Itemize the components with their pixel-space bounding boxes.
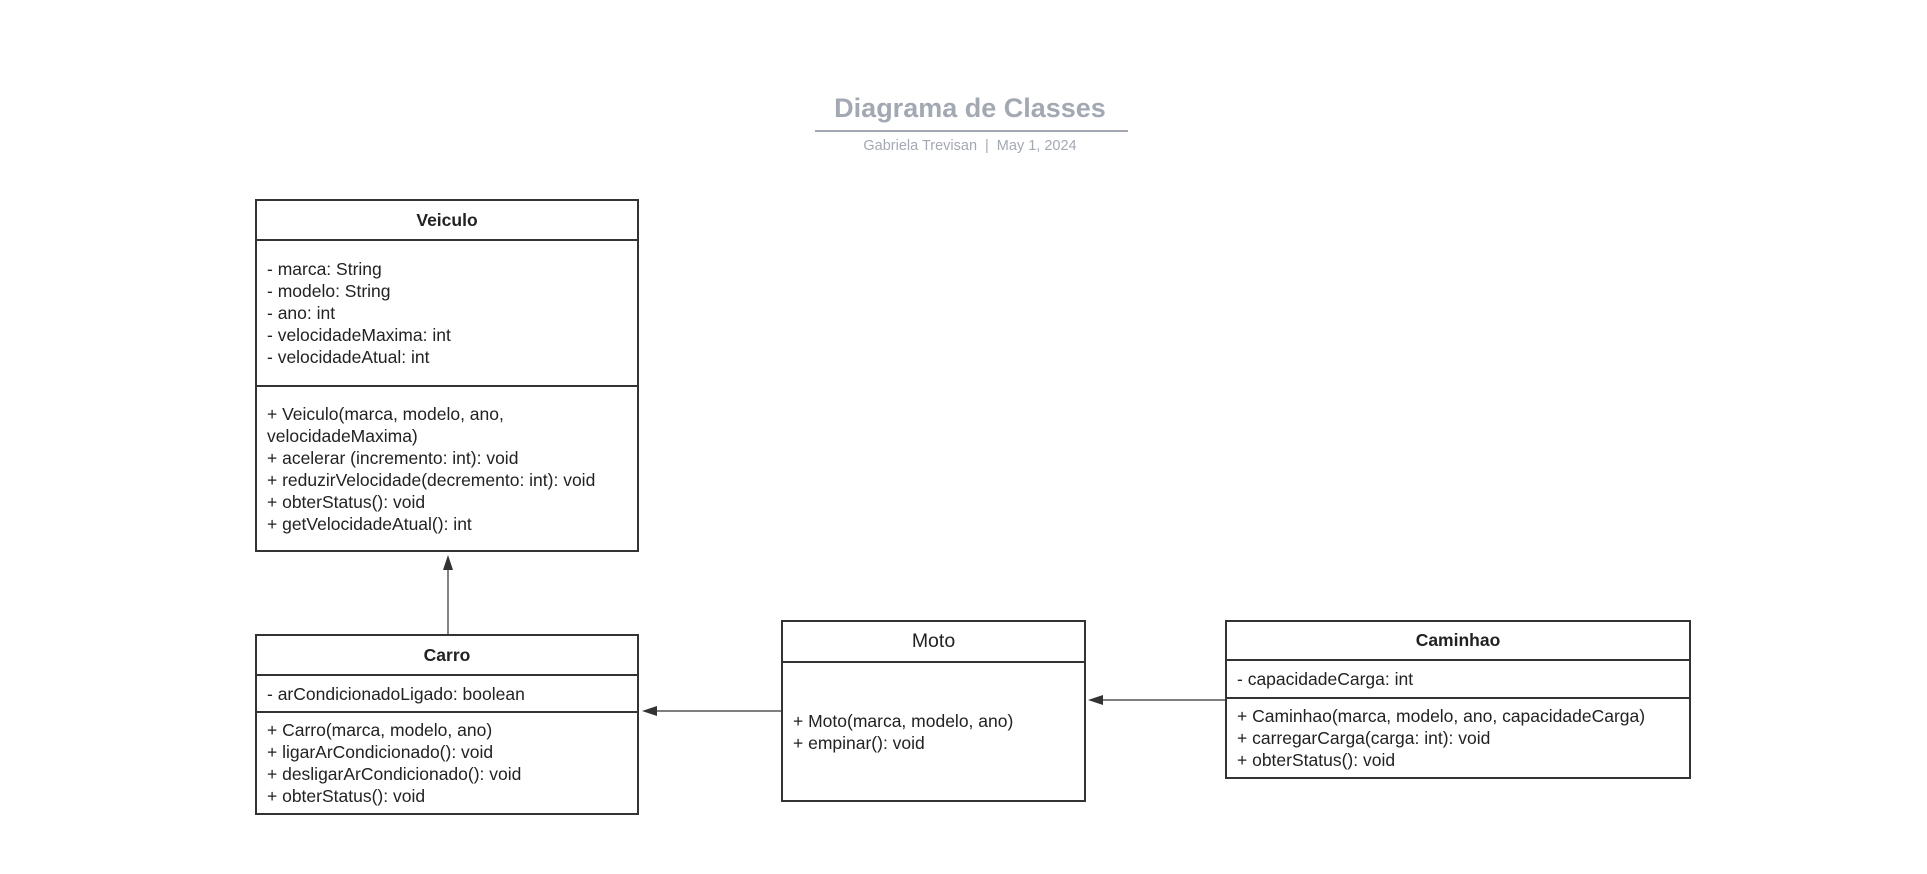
method-line: + obterStatus(): void (267, 786, 426, 806)
class-veiculo[interactable]: Veiculo - marca: String - modelo: String… (255, 199, 639, 552)
attributes-section: - arCondicionadoLigado: boolean (257, 676, 637, 713)
attribute-line: - ano: int (267, 303, 336, 323)
method-line: + Carro(marca, modelo, ano) (267, 720, 493, 740)
attributes-section: - marca: String - modelo: String - ano: … (257, 241, 637, 387)
arrowhead-icon (1088, 695, 1103, 705)
class-name: Moto (783, 622, 1084, 663)
method-line: + reduzirVelocidade(decremento: int): vo… (267, 469, 596, 490)
arrowhead-icon (443, 555, 453, 570)
class-name: Veiculo (257, 201, 637, 241)
diagram-title: Diagrama de Classes (834, 93, 1106, 123)
method-line: + Caminhao(marca, modelo, ano, capacidad… (1237, 706, 1646, 726)
attribute-line: - modelo: String (267, 281, 391, 301)
method-line: + Veiculo(marca, modelo, ano, (267, 403, 504, 424)
methods-section: + Moto(marca, modelo, ano) + empinar(): … (783, 663, 1084, 800)
carro-to-veiculo-connector (443, 555, 453, 634)
method-line: + desligarArCondicionado(): void (267, 764, 522, 784)
method-line: + acelerar (incremento: int): void (267, 447, 519, 468)
class-name: Carro (257, 636, 637, 676)
diagram-subtitle: Gabriela Trevisan | May 1, 2024 (0, 138, 1927, 154)
method-line: + obterStatus(): void (1237, 750, 1396, 770)
methods-section: + Carro(marca, modelo, ano) + ligarArCon… (257, 713, 637, 813)
attribute-line: - velocidadeMaxima: int (267, 325, 451, 345)
method-line: + carregarCarga(carga: int): void (1237, 728, 1491, 748)
class-caminhao[interactable]: Caminhao - capacidadeCarga: int + Caminh… (1225, 620, 1691, 779)
caminhao-to-moto-connector (1088, 695, 1225, 705)
method-line: + empinar(): void (793, 732, 925, 753)
method-line: + Moto(marca, modelo, ano) (793, 710, 1014, 731)
class-name: Caminhao (1227, 622, 1689, 661)
method-line: velocidadeMaxima) (267, 425, 418, 446)
attributes-section: - capacidadeCarga: int (1227, 661, 1689, 699)
method-line: + ligarArCondicionado(): void (267, 742, 494, 762)
diagram-date: May 1, 2024 (996, 138, 1077, 154)
attribute-line: - velocidadeAtual: int (267, 347, 430, 367)
class-carro[interactable]: Carro - arCondicionadoLigado: boolean + … (255, 634, 639, 815)
author-name: Gabriela Trevisan (863, 138, 978, 154)
methods-section: + Caminhao(marca, modelo, ano, capacidad… (1227, 699, 1689, 777)
method-line: + getVelocidadeAtual(): int (267, 513, 472, 534)
class-moto[interactable]: Moto + Moto(marca, modelo, ano) + empina… (781, 620, 1086, 802)
subtitle-separator: | (985, 138, 989, 154)
moto-to-carro-connector (642, 706, 781, 716)
attribute-line: - marca: String (267, 259, 382, 279)
methods-section: + Veiculo(marca, modelo, ano, velocidade… (257, 387, 637, 550)
attribute-line: - capacidadeCarga: int (1237, 669, 1414, 689)
arrowhead-icon (642, 706, 657, 716)
title-underline (815, 130, 1128, 132)
attribute-line: - arCondicionadoLigado: boolean (267, 683, 525, 704)
method-line: + obterStatus(): void (267, 491, 426, 512)
